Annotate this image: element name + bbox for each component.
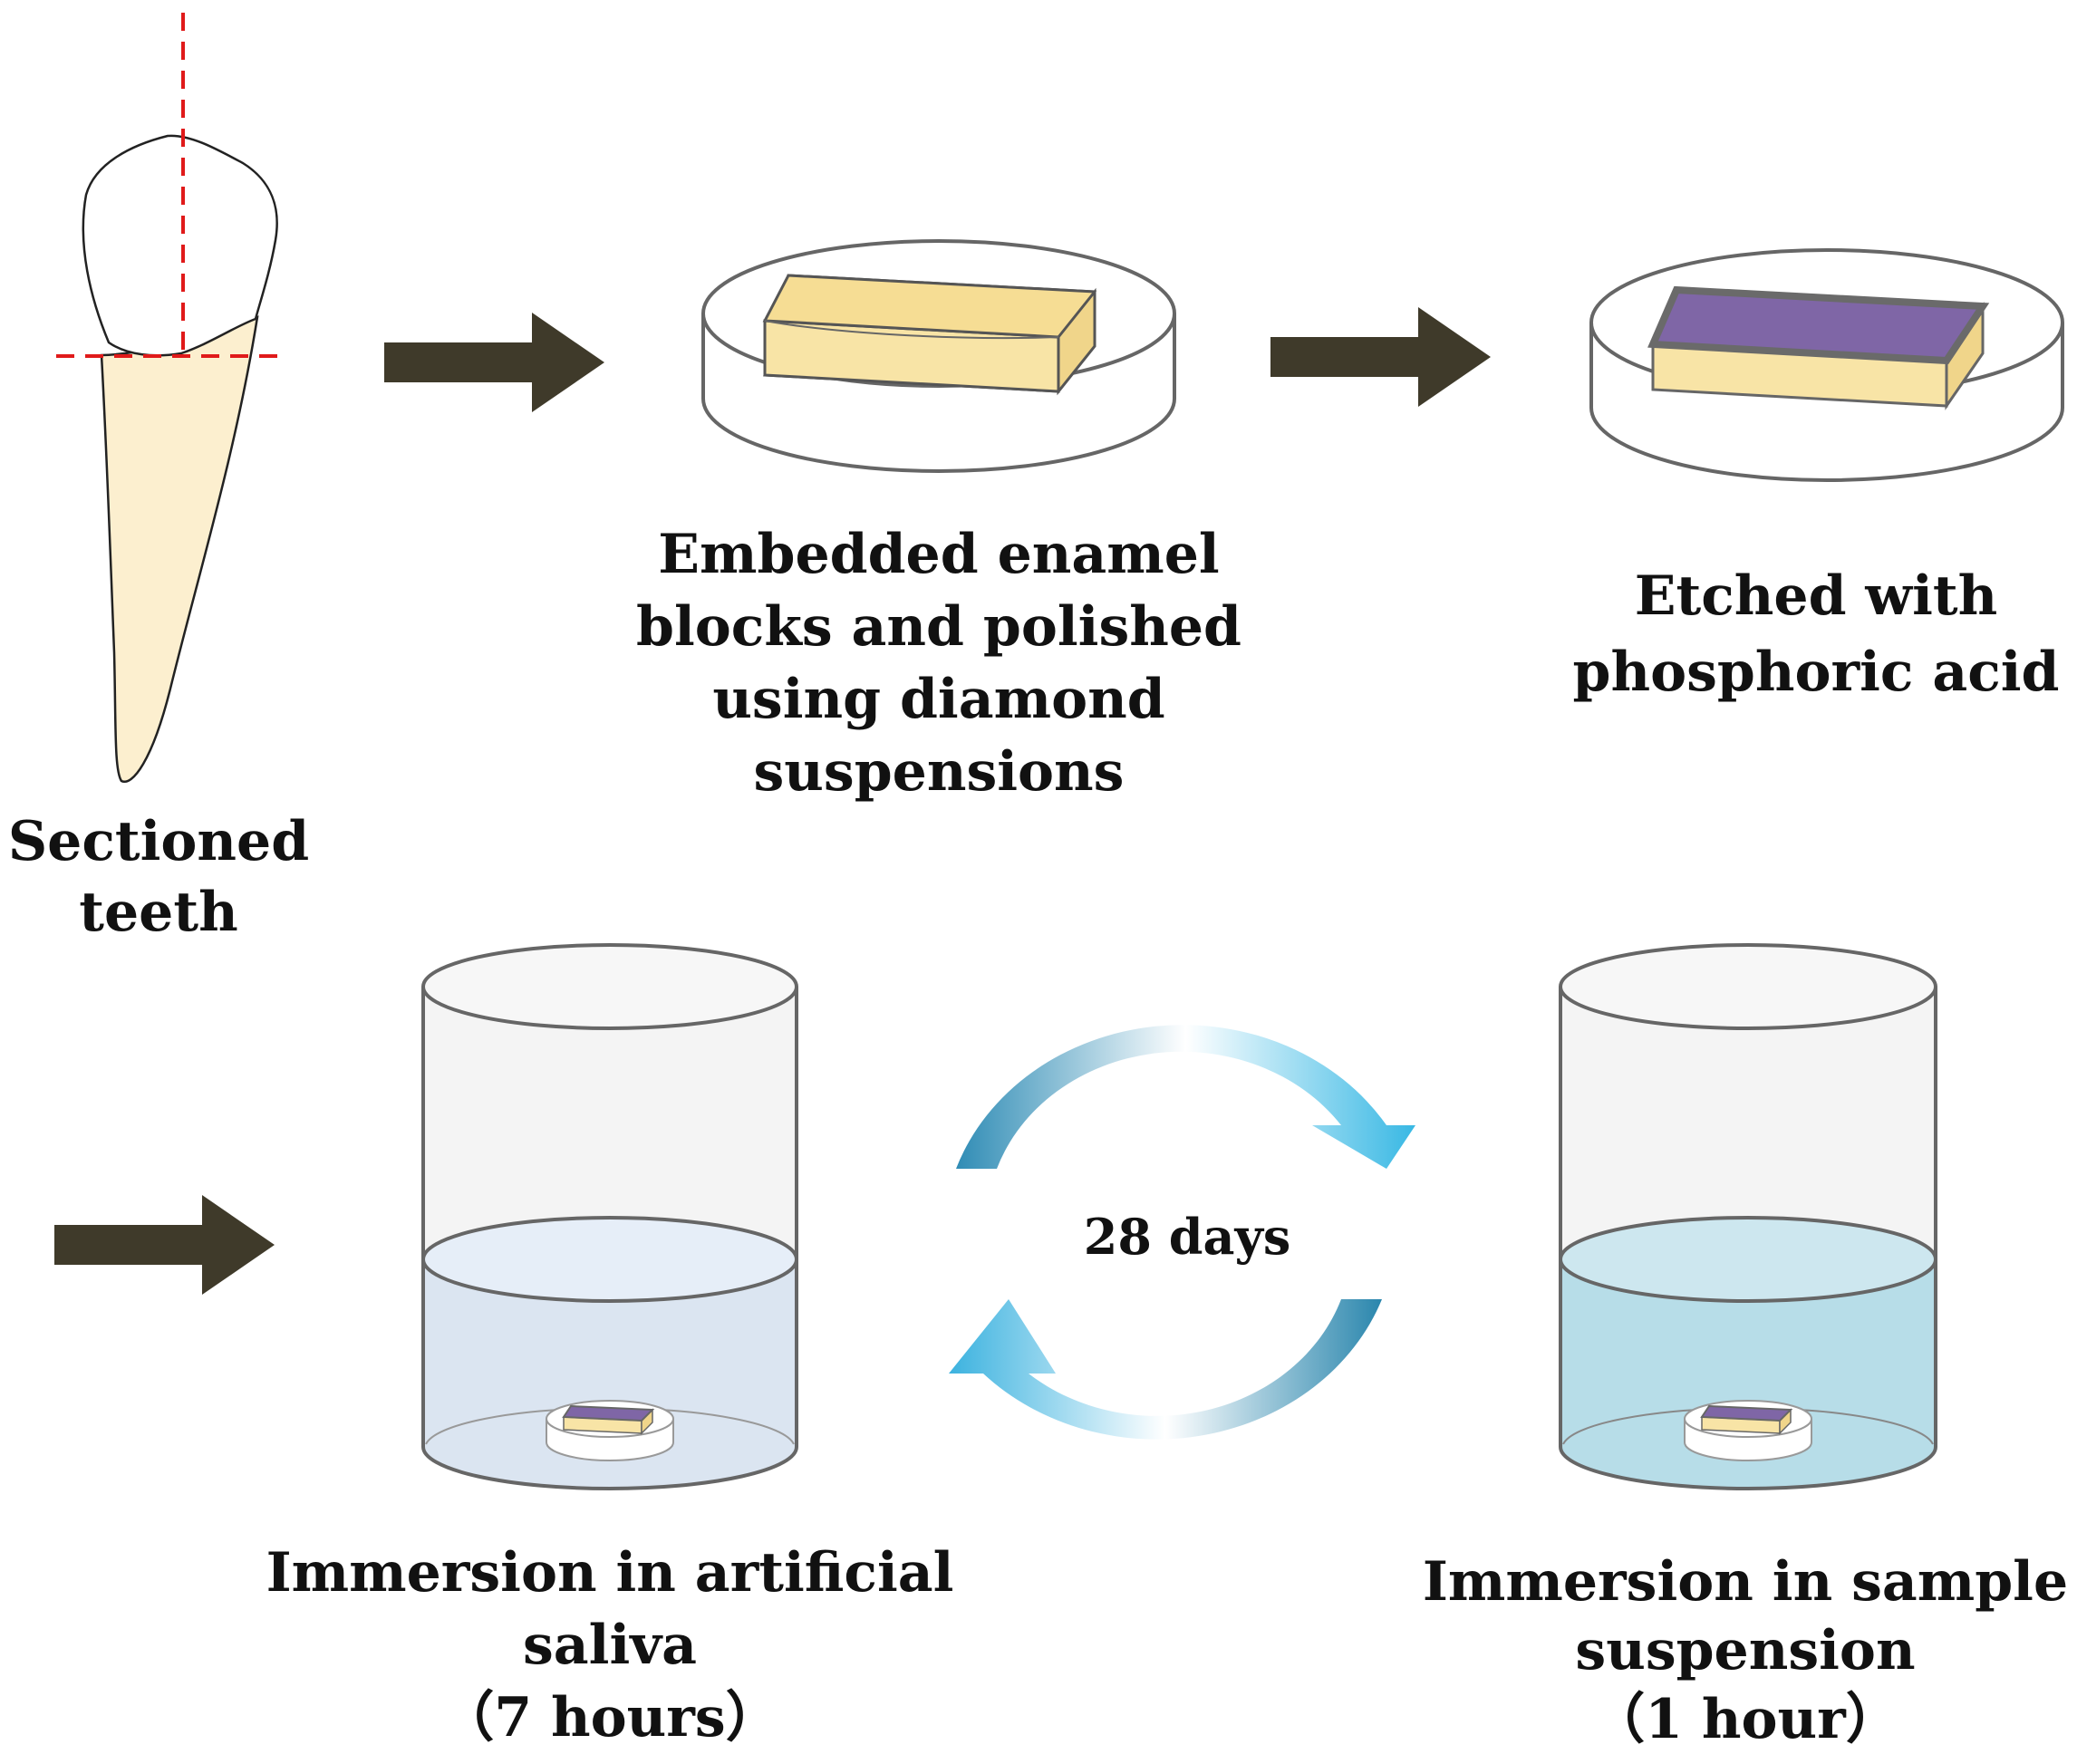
arrow-right-icon [384,313,604,412]
step-label-artificial-saliva: Immersion in artificial saliva （7 hours） [247,1537,972,1754]
cycle-arrow-top [956,1025,1415,1169]
cycle-arrow-bottom [949,1299,1382,1440]
step-label-embedded: Embedded enamel blocks and polished usin… [613,518,1265,808]
tooth-crown [82,134,278,357]
arrow-right-icon [54,1195,275,1295]
label-line: suspension [1575,1619,1916,1682]
label-line: Embedded enamel [658,523,1220,586]
sectioned-tooth-icon [56,13,288,784]
label-line: Immersion in artificial [266,1541,954,1605]
label-line: blocks and polished [636,595,1241,659]
mini-sample-dish [546,1400,674,1461]
label-line: phosphoric acid [1572,641,2060,704]
embedding-dish-icon [701,239,1176,473]
label-line: （1 hour） [1590,1688,1900,1751]
label-line: suspensions [753,740,1125,804]
mini-sample-dish [1684,1400,1812,1461]
label-line: saliva [523,1614,697,1677]
step-label-etched: Etched with phosphoric acid [1555,558,2077,710]
step-label-sample-suspension: Immersion in sample suspension （1 hour） [1414,1547,2077,1754]
beaker-icon [421,943,798,1490]
enamel-block [762,274,1097,396]
tooth-root [100,315,259,784]
step-label-sectioned-teeth: Sectioned teeth [0,806,317,948]
cycle-arrows-icon [949,1025,1415,1440]
embedding-dish-icon [1589,248,2064,482]
etched-enamel-block [1647,285,1990,410]
label-line: Immersion in sample [1422,1550,2069,1614]
label-line: teeth [79,881,238,944]
beaker-icon [1559,943,1937,1490]
arrow-right-icon [1270,307,1491,407]
cycle-duration-label: 28 days [1083,1208,1291,1266]
label-line: Sectioned [7,810,310,873]
label-line: （7 hours） [440,1686,780,1750]
label-line: using diamond [712,668,1165,731]
label-line: Etched with [1634,564,1998,628]
